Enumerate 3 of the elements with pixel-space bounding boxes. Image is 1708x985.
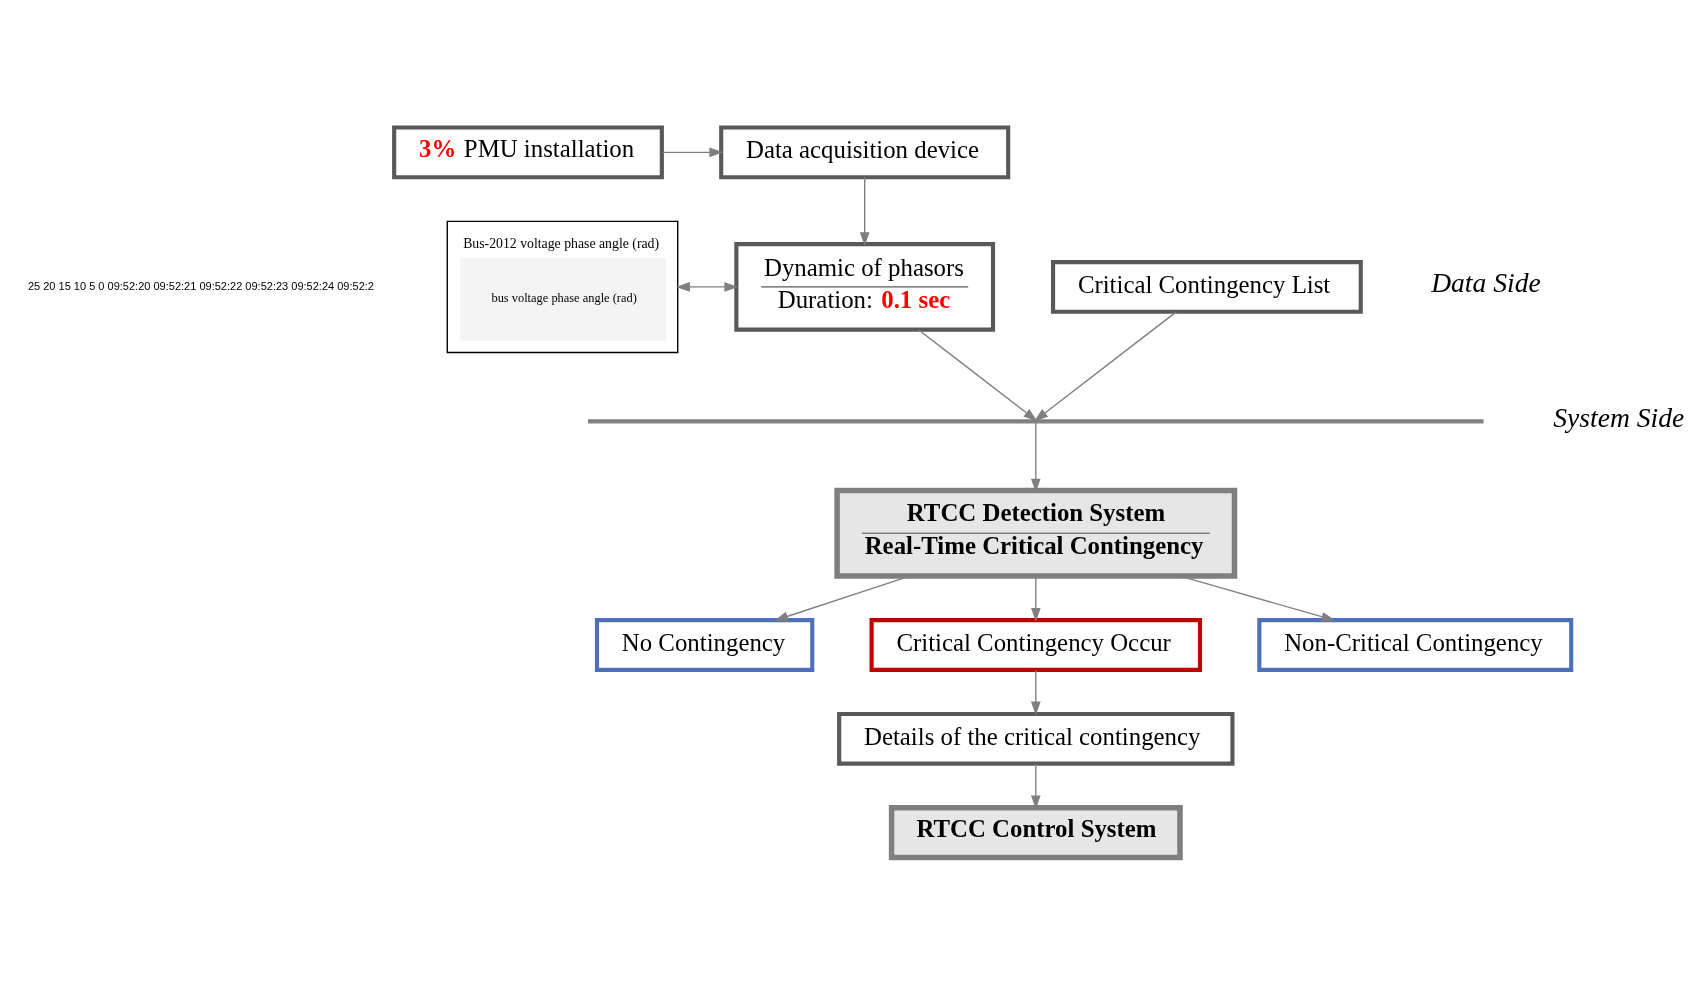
label: System Side: [1553, 401, 1685, 433]
label: Data Side: [1431, 267, 1541, 299]
label: 25 20 15 10 5 0 09:52:20 09:52:21 09:52:22 09:52:23 09:52:24 09:52:2: [27, 279, 375, 292]
